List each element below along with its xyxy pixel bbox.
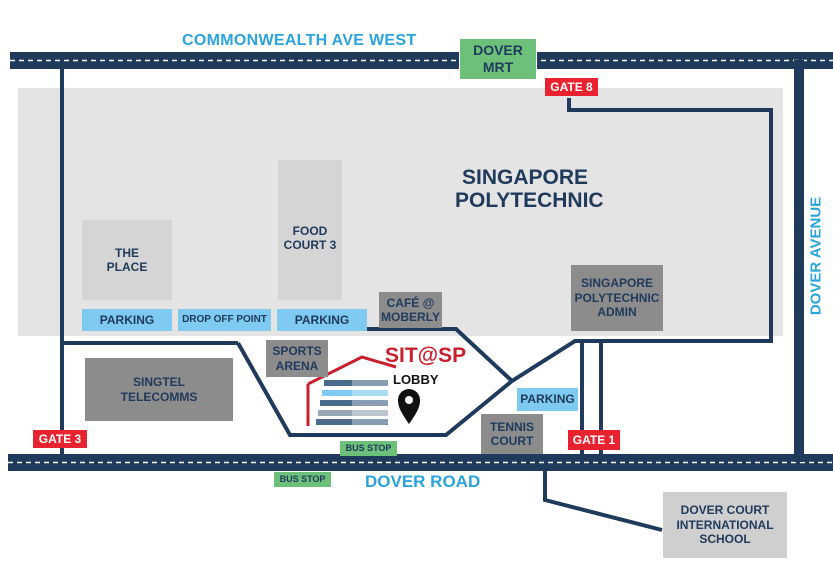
sit-building-graphic	[306, 355, 397, 428]
parking-lot-3: PARKING	[517, 388, 578, 411]
commonwealth-road-label: COMMONWEALTH AVE WEST	[182, 32, 417, 49]
sports-arena-building: SPORTS ARENA	[266, 340, 328, 377]
sp-admin-building: SINGAPORE POLYTECHNIC ADMIN	[571, 265, 663, 331]
location-pin-icon	[398, 389, 420, 424]
campus-title: SINGAPORE POLYTECHNIC	[455, 166, 604, 213]
dover-court-school: DOVER COURT INTERNATIONAL SCHOOL	[663, 492, 787, 558]
sit-title: SIT@SP	[385, 344, 467, 367]
food-court-building: FOOD COURT 3	[278, 160, 342, 300]
parking-lot-2: PARKING	[277, 309, 367, 331]
singtel-building: SINGTEL TELECOMMS	[85, 358, 233, 421]
commonwealth-road	[10, 52, 833, 69]
parking-lot-1: PARKING	[82, 309, 172, 331]
drop-off-point: DROP OFF POINT	[178, 309, 271, 331]
dover-road	[8, 454, 833, 471]
bus-stop-outside: BUS STOP	[274, 472, 331, 487]
bus-stop-inside: BUS STOP	[340, 441, 397, 456]
dover-avenue-label: DOVER AVENUE	[807, 196, 825, 316]
cafe-moberly-building: CAFÉ @ MOBERLY	[379, 292, 442, 328]
gate-3: GATE 3	[33, 430, 87, 448]
dover-road-label: DOVER ROAD	[365, 472, 481, 491]
tennis-court: TENNIS COURT	[481, 414, 543, 454]
lobby-label: LOBBY	[393, 372, 439, 387]
dover-avenue-road	[794, 60, 804, 462]
gate-1: GATE 1	[568, 430, 620, 450]
dover-mrt: DOVER MRT	[459, 38, 537, 80]
gate-8: GATE 8	[545, 78, 598, 96]
the-place-building: THE PLACE	[82, 220, 172, 300]
